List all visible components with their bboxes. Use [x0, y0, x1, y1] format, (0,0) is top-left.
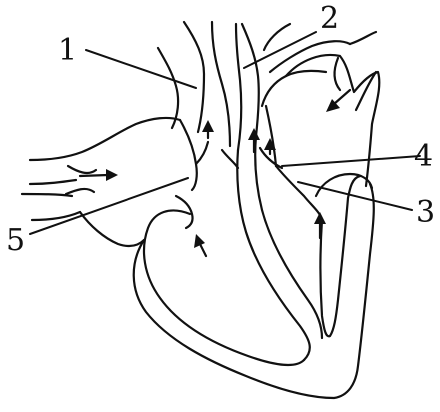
right-ventricle-cavity	[144, 210, 304, 364]
arrow-left-ventricle-up	[314, 212, 326, 238]
leader-line-4	[282, 156, 420, 166]
callout-1: 1	[58, 33, 77, 68]
pulmonary-trunk-left-wall	[184, 22, 204, 132]
pulmonary-trunk-right-wall	[212, 22, 230, 146]
pulmonary-valve-cusp	[222, 150, 238, 168]
leader-line-5	[30, 178, 188, 234]
arrow-pulmonary-up	[202, 120, 214, 138]
leader-lines	[30, 32, 420, 234]
branch-vessel-right-4	[350, 32, 376, 44]
vena-cava-upper-top	[30, 118, 180, 160]
leader-line-1	[86, 50, 196, 88]
atrial-ventricle-junction-left	[196, 142, 208, 164]
arrow-right-atrium	[80, 169, 118, 181]
vena-cava-lower-top	[22, 194, 72, 196]
vena-cava-upper-bottom	[30, 180, 76, 184]
arrow-left-atrium	[326, 90, 350, 112]
aorta-right-wall	[242, 24, 259, 136]
caval-valve-flap-upper	[68, 166, 96, 173]
callout-4: 4	[414, 139, 433, 174]
aorta-left-wall	[236, 24, 241, 150]
vessel-outline-left	[158, 48, 178, 128]
branch-vessel-right-3	[262, 71, 326, 106]
heart-outer-wall	[134, 184, 374, 398]
right-atrium-outline	[80, 212, 144, 246]
ventricles	[134, 136, 374, 398]
pulmonary-vein-upper	[335, 58, 341, 90]
arrow-right-ventricle	[194, 234, 206, 256]
caval-valve-flap-lower	[66, 189, 94, 194]
callout-5: 5	[6, 223, 25, 258]
callout-2: 2	[320, 1, 339, 36]
arrow-aorta-up	[248, 128, 260, 152]
flow-arrows	[80, 90, 350, 256]
left-atrium-outline	[286, 55, 379, 186]
callout-3: 3	[416, 195, 435, 230]
